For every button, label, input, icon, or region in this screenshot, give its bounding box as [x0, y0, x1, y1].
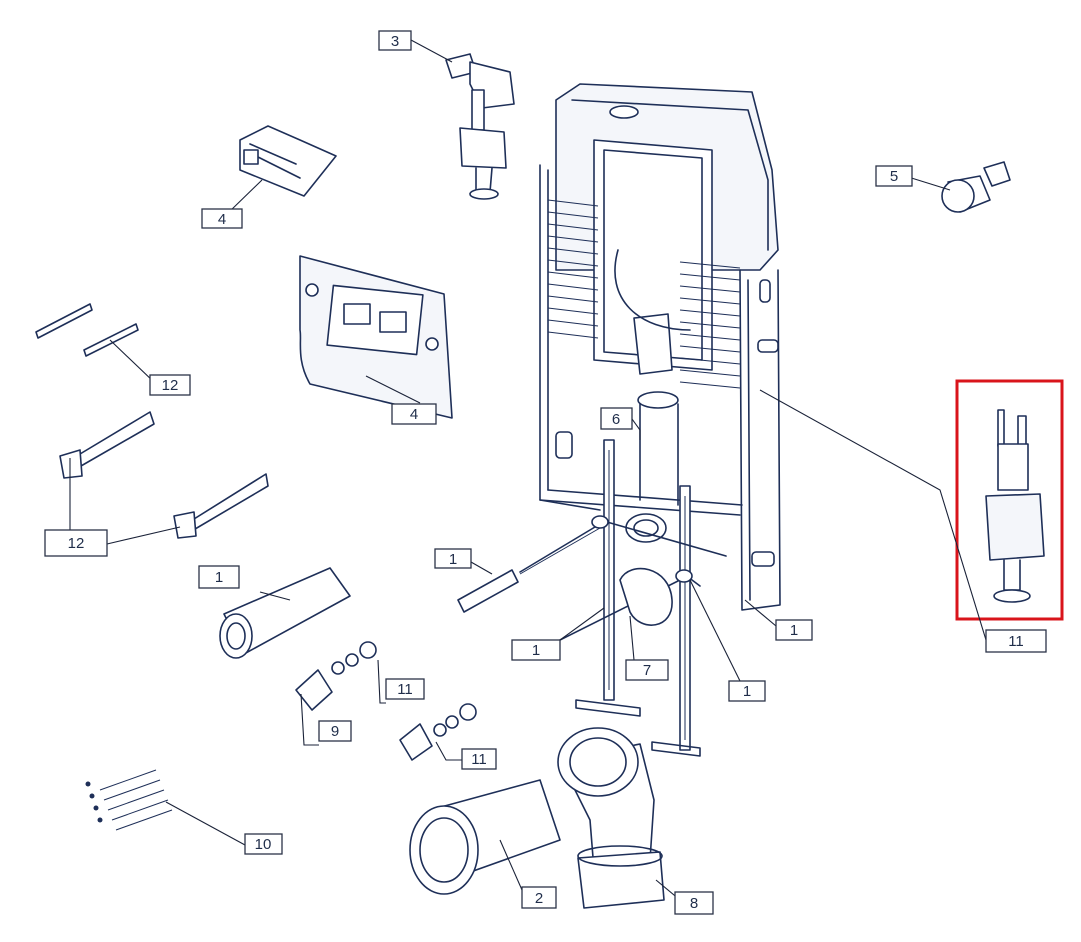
callout-7: 1: [198, 565, 240, 589]
callout-12-bottom-text: 12: [68, 535, 85, 552]
leader-lines: [69, 39, 987, 901]
callout-1-right: 1: [775, 619, 813, 641]
callout-1-spring: 1: [434, 548, 472, 569]
callout-12-top-text: 12: [162, 377, 179, 394]
callout-11-right: 11: [461, 748, 497, 770]
callout-1-spring-text: 1: [449, 551, 457, 568]
knob-drawing: [941, 161, 1011, 213]
bend-pipe-drawing: [557, 727, 665, 909]
callout-11-right-text: 11: [471, 751, 487, 768]
fill-valve-drawing: [445, 53, 515, 200]
callout-5-text: 5: [890, 168, 898, 185]
seals-drawing: [295, 641, 477, 761]
callout-1-left-text: 1: [532, 642, 540, 659]
callout-10: 8: [674, 891, 714, 915]
flush-valve-drawing: [985, 409, 1045, 603]
highlight-box: [955, 379, 1064, 621]
callout-3: 3: [378, 30, 412, 51]
callout-11-left-text: 9: [331, 723, 339, 740]
callout-12-bottom: 12: [44, 529, 108, 557]
callout-1-leg: 1: [728, 680, 766, 702]
callout-5: 5: [875, 165, 913, 187]
main-frame-drawing: [519, 83, 781, 757]
callout-6-text: 6: [612, 411, 620, 428]
callout-1-right-text: 1: [790, 622, 798, 639]
pipe-drawing: [219, 567, 351, 659]
callout-4-top: 4: [201, 208, 243, 229]
rods-drawing: [35, 303, 269, 539]
callout-11-left: 9: [318, 720, 352, 742]
callout-6: 6: [600, 407, 633, 430]
callout-2-text: 11: [1008, 633, 1024, 650]
callout-11-mid-text: 11: [397, 681, 413, 698]
spring-rod-drawing: [457, 527, 601, 613]
callout-9: 7: [625, 659, 669, 681]
elbow-connector-drawing: [409, 779, 561, 895]
callout-1-screws-text: 10: [255, 836, 272, 853]
callout-1-left: 1: [511, 639, 561, 661]
callout-7-text: 1: [215, 569, 223, 586]
callout-10-text: 8: [690, 895, 698, 912]
callout-8: 2: [521, 886, 557, 909]
bracket-top-drawing: [239, 125, 337, 197]
callout-8-text: 2: [535, 890, 543, 907]
screws-drawing: [85, 769, 173, 831]
callout-11-mid: 11: [385, 678, 425, 700]
callout-12-top: 12: [149, 374, 191, 396]
callout-1-screws: 10: [244, 833, 283, 855]
callout-4-top-text: 4: [218, 211, 226, 228]
callout-1-leg-text: 1: [743, 683, 751, 700]
callout-2: 11: [985, 629, 1047, 653]
callout-9-text: 7: [643, 662, 651, 679]
callout-4-plate: 4: [391, 403, 437, 425]
callout-4-plate-text: 4: [410, 406, 418, 423]
callout-3-text: 3: [391, 33, 399, 50]
mounting-plate-drawing: [299, 255, 453, 419]
